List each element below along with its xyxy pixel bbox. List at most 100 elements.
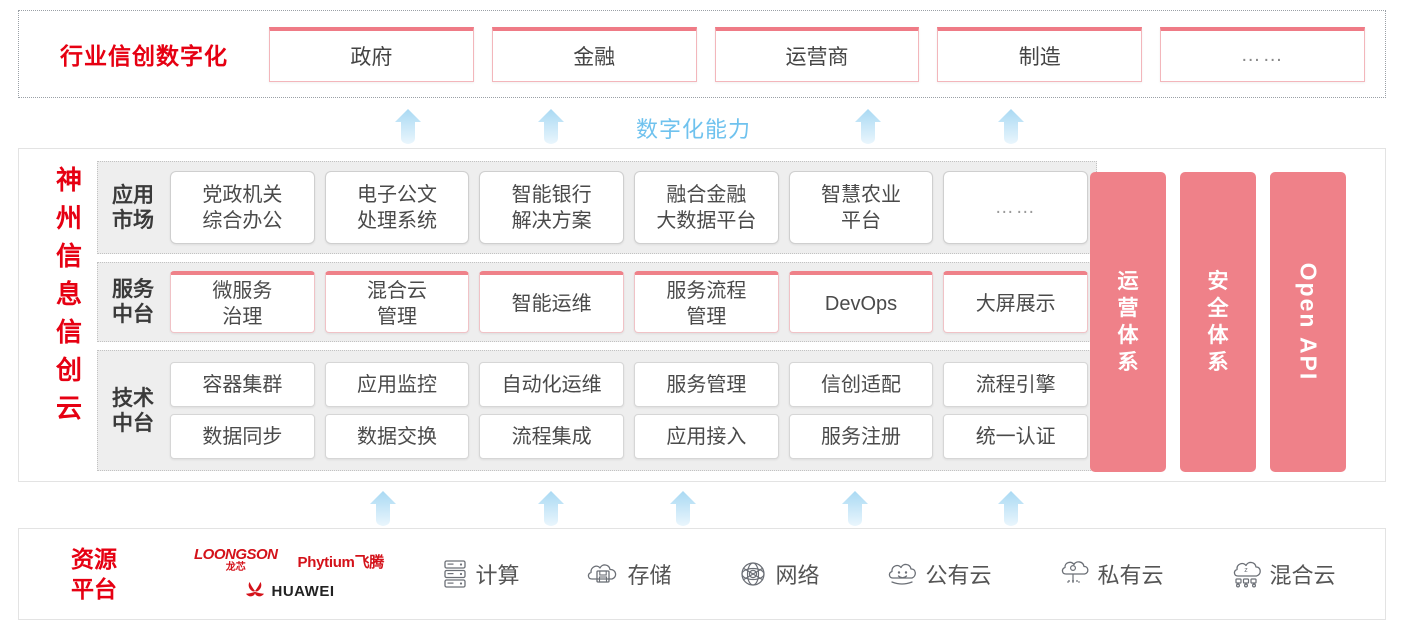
resource-item-private-cloud[interactable]: 私有云 [1058,558,1164,590]
industry-card-more[interactable]: …… [1160,26,1365,82]
svc-cell-hybrid-cloud-management[interactable]: 混合云管理 [324,271,470,333]
huawei-logo-text: HUAWEI [271,582,335,600]
up-arrow-icon [988,490,1034,526]
tech-cell-process-engine[interactable]: 流程引擎 [943,362,1089,407]
tech-cell-service-management[interactable]: 服务管理 [634,362,779,407]
pillar-char: 体 [1207,324,1229,347]
tech-cell-automated-ops[interactable]: 自动化运维 [479,362,625,407]
tech-cell-unified-auth[interactable]: 统一认证 [943,414,1089,459]
row-label-service-platform: 服务 中台 [102,277,164,327]
pillar-char: 运 [1117,270,1139,293]
app-cell-government-office[interactable]: 党政机关综合办公 [170,171,315,244]
resource-item-list: 计算 存储 [409,558,1385,590]
upper-arrow-strip [0,106,1402,144]
app-cell-more[interactable]: …… [943,171,1089,244]
industry-card-telecom[interactable]: 运营商 [714,26,920,82]
vendor-logo-row-bottom: HUAWEI [244,582,335,600]
pillar-security-system[interactable]: 安 全 体 系 [1180,172,1256,472]
platform-title-char: 创 [55,355,82,385]
public-cloud-icon [889,563,917,585]
platform-title-char: 信 [55,241,82,271]
loongson-logo-subtext: 龙芯 [225,562,246,573]
network-mesh-icon [741,562,766,586]
resource-title-line: 平台 [71,576,117,602]
row-application-market: 应用 市场 党政机关综合办公 电子公文处理系统 智能银行解决方案 融合金融大数据… [97,161,1097,254]
resource-item-label: 公有云 [925,563,992,588]
tech-cell-app-access[interactable]: 应用接入 [634,414,779,459]
svc-cell-microservice-governance[interactable]: 微服务治理 [170,271,315,333]
tech-cell-data-exchange[interactable]: 数据交换 [324,414,470,459]
tech-cell-process-integration[interactable]: 流程集成 [479,414,625,459]
lower-arrow-strip [0,488,1402,526]
cloud-storage-icon [588,564,617,583]
svc-cell-aiops[interactable]: 智能运维 [479,271,625,333]
row-cells: 微服务治理 混合云管理 智能运维 服务流程管理 DevOps 大屏展示 [164,271,1096,333]
platform-title-char: 州 [55,203,82,233]
tech-cell-grid: 容器集群 应用监控 自动化运维 服务管理 信创适配 流程引擎 数据同步 数据交换… [164,362,1096,459]
tech-cell-container-cluster[interactable]: 容器集群 [170,362,315,407]
tech-cell-data-sync[interactable]: 数据同步 [170,414,315,459]
resource-item-label: 存储 [627,563,672,588]
up-arrow-icon [845,108,891,144]
row-label-line: 中台 [112,411,154,435]
row-cells: 党政机关综合办公 电子公文处理系统 智能银行解决方案 融合金融大数据平台 智慧农… [164,171,1096,244]
row-service-platform: 服务 中台 微服务治理 混合云管理 智能运维 服务流程管理 DevOps 大屏展… [97,262,1097,342]
huawei-flower-icon [245,582,264,597]
hybrid-cloud-icon: z [1234,561,1262,588]
pillar-char: 系 [1117,351,1139,374]
resource-item-label: 混合云 [1269,563,1336,588]
up-arrow-icon [360,490,406,526]
huawei-logo: HUAWEI [244,582,335,600]
industry-band-title: 行业信创数字化 [60,43,228,69]
pillar-open-api[interactable]: Open API [1270,172,1346,472]
tech-cell-service-registry[interactable]: 服务注册 [788,414,934,459]
resource-item-label: 私有云 [1097,563,1164,588]
tech-cell-xinchuang-adaptation[interactable]: 信创适配 [788,362,934,407]
up-arrow-icon [528,490,574,526]
pillar-label: 安 全 体 系 [1180,268,1256,376]
app-cell-edoc-system[interactable]: 电子公文处理系统 [324,171,470,244]
row-label-line: 应用 [112,183,154,207]
row-tech-platform: 技术 中台 容器集群 应用监控 自动化运维 服务管理 信创适配 流程引擎 数据同… [97,350,1097,471]
app-cell-smart-agriculture[interactable]: 智慧农业平台 [788,171,934,244]
row-label-line: 服务 [112,278,154,301]
platform-title-char: 息 [55,279,82,309]
resource-item-network[interactable]: 网络 [738,558,820,590]
pillar-char: 安 [1207,270,1229,293]
loongson-logo-text: LOONGSON [194,546,278,563]
tech-cell-app-monitoring[interactable]: 应用监控 [324,362,470,407]
platform-rows: 应用 市场 党政机关综合办公 电子公文处理系统 智能银行解决方案 融合金融大数据… [97,161,1097,471]
platform-title-char: 云 [55,393,82,423]
capability-label: 数字化能力 [636,117,752,142]
resource-item-hybrid-cloud[interactable]: z 混合云 [1230,558,1336,590]
pillar-label: 运 营 体 系 [1090,268,1166,376]
pillar-operations-system[interactable]: 运 营 体 系 [1090,172,1166,472]
row-label-tech-platform: 技术 中台 [102,386,164,436]
resource-item-label: 网络 [775,563,820,588]
vendor-logo-group: LOONGSON 龙芯 Phytium飞腾 HUAWEI [169,546,409,600]
svc-cell-dashboard[interactable]: 大屏展示 [943,271,1089,333]
pillar-char: 营 [1117,297,1139,320]
resource-item-public-cloud[interactable]: 公有云 [886,558,992,590]
svc-cell-devops[interactable]: DevOps [788,271,934,333]
server-icon [444,560,467,588]
vendor-logo-row-top: LOONGSON 龙芯 Phytium飞腾 [194,546,384,574]
up-arrow-icon [660,490,706,526]
resource-item-compute[interactable]: 计算 [442,558,520,590]
industry-card-finance[interactable]: 金融 [491,26,697,82]
resource-platform-title: 资源 平台 [19,544,169,604]
up-arrow-icon [385,108,431,144]
industry-card-list: 政府 金融 运营商 制造 …… [269,26,1385,82]
app-cell-smart-bank[interactable]: 智能银行解决方案 [479,171,625,244]
row-label-line: 中台 [112,303,154,326]
industry-card-government[interactable]: 政府 [269,26,474,82]
industry-card-manufacturing[interactable]: 制造 [937,26,1143,82]
app-cell-fintech-bigdata[interactable]: 融合金融大数据平台 [634,171,779,244]
resource-item-storage[interactable]: 存储 [586,558,672,590]
row-label-line: 市场 [112,208,154,232]
private-cloud-icon [1062,561,1089,585]
svc-cell-service-process-management[interactable]: 服务流程管理 [634,271,779,333]
pillar-char: 全 [1207,297,1229,320]
tech-row-top: 容器集群 应用监控 自动化运维 服务管理 信创适配 流程引擎 [170,362,1089,407]
